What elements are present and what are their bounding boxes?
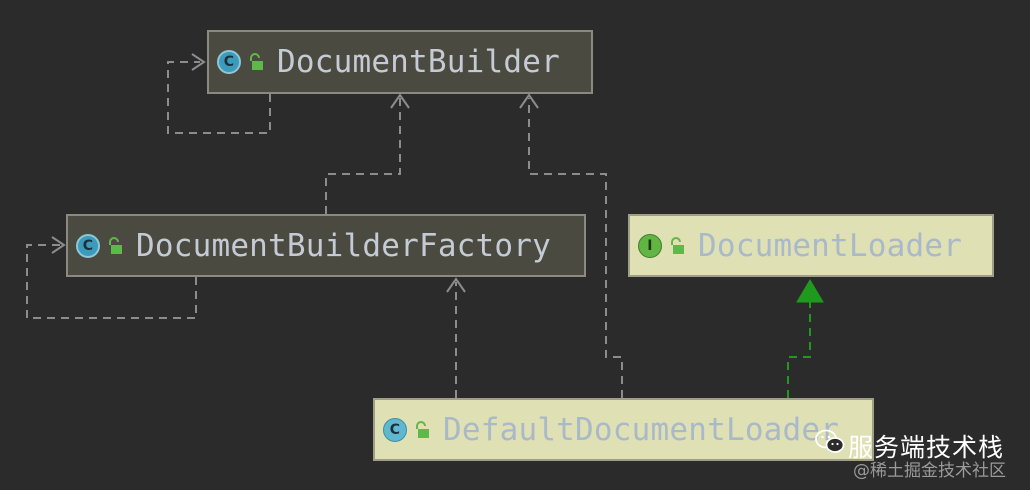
node-documentbuilderfactory[interactable]: C DocumentBuilderFactory — [66, 214, 586, 277]
node-label: DocumentLoader — [698, 227, 963, 264]
edge-loader-to-builder — [528, 98, 623, 398]
node-documentbuilder[interactable]: C DocumentBuilder — [207, 30, 593, 94]
wechat-icon — [815, 429, 845, 453]
node-defaultdocumentloader[interactable]: C DefaultDocumentLoader — [373, 398, 874, 461]
watermark: 服务端技术栈 @稀土掘金技术社区 — [815, 425, 1025, 485]
class-icon: C — [76, 233, 100, 258]
unlocked-icon — [416, 420, 429, 438]
arrowhead-builder-self — [191, 53, 206, 71]
node-documentloader[interactable]: I DocumentLoader — [628, 214, 994, 277]
edge-factory-to-builder — [325, 98, 401, 214]
class-icon: C — [383, 417, 407, 442]
edge-loader-realizes-documentloader — [787, 300, 811, 398]
unlocked-icon — [250, 53, 263, 70]
arrowhead-loader-to-factory — [446, 277, 466, 293]
class-icon: C — [217, 50, 241, 74]
node-label: DefaultDocumentLoader — [443, 411, 840, 448]
arrowhead-factory-to-builder — [390, 93, 410, 109]
arrowhead-loader-to-builder — [519, 93, 539, 109]
interface-icon: I — [638, 233, 662, 258]
unlocked-icon — [671, 236, 684, 254]
watermark-subtitle: @稀土掘金技术社区 — [853, 461, 1006, 481]
arrowhead-factory-self — [51, 236, 66, 254]
unlocked-icon — [109, 236, 122, 254]
watermark-title: 服务端技术栈 — [848, 433, 1005, 462]
edge-documentbuilderfactory-self — [26, 244, 197, 319]
arrowhead-realization — [796, 279, 824, 303]
node-label: DocumentBuilderFactory — [136, 227, 551, 264]
edge-documentbuilder-self — [167, 61, 271, 134]
node-label: DocumentBuilder — [277, 44, 560, 80]
